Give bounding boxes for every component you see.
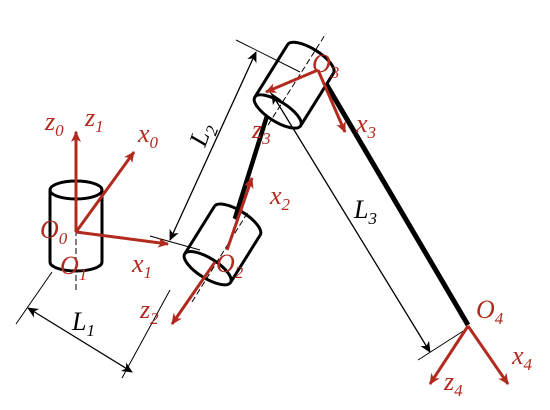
label-O2: O2: [216, 249, 244, 282]
x1-axis-arrow: [75, 230, 169, 248]
label-x2: x2: [269, 181, 291, 214]
label-x3: x3: [355, 109, 376, 142]
frame-3-axes: [265, 68, 347, 133]
label-z4: z4: [443, 367, 463, 400]
z2-axis-arrow: [170, 261, 217, 325]
label-O3: O3: [312, 49, 339, 82]
frame-2-axes: [170, 177, 254, 325]
x2-axis-arrow: [225, 177, 254, 251]
frame-0-1-axes: [71, 131, 169, 248]
dimension-L1: [15, 271, 171, 379]
label-x1: x1: [131, 249, 152, 282]
z4-axis-arrow: [428, 325, 470, 385]
label-x0: x0: [137, 119, 159, 152]
frame-4-axes: [428, 325, 510, 385]
label-O0: O0: [40, 215, 68, 248]
label-x4: x4: [511, 341, 533, 374]
label-z2: z2: [139, 295, 159, 328]
label-O4: O4: [476, 295, 504, 328]
link-3-bar: [315, 68, 471, 327]
label-L1: L1: [71, 307, 95, 340]
label-z1: z1: [84, 103, 104, 136]
dimension-L3: [269, 91, 469, 361]
label-z0: z0: [44, 107, 64, 140]
x3-axis-arrow: [316, 69, 347, 133]
label-O1: O1: [60, 251, 87, 284]
z3-axis-arrow: [265, 68, 319, 94]
x4-axis-arrow: [466, 325, 510, 385]
label-L3: L3: [353, 195, 377, 228]
label-L2: L2: [183, 118, 222, 152]
label-z3: z3: [251, 115, 271, 148]
x0-axis-arrow: [74, 151, 136, 233]
